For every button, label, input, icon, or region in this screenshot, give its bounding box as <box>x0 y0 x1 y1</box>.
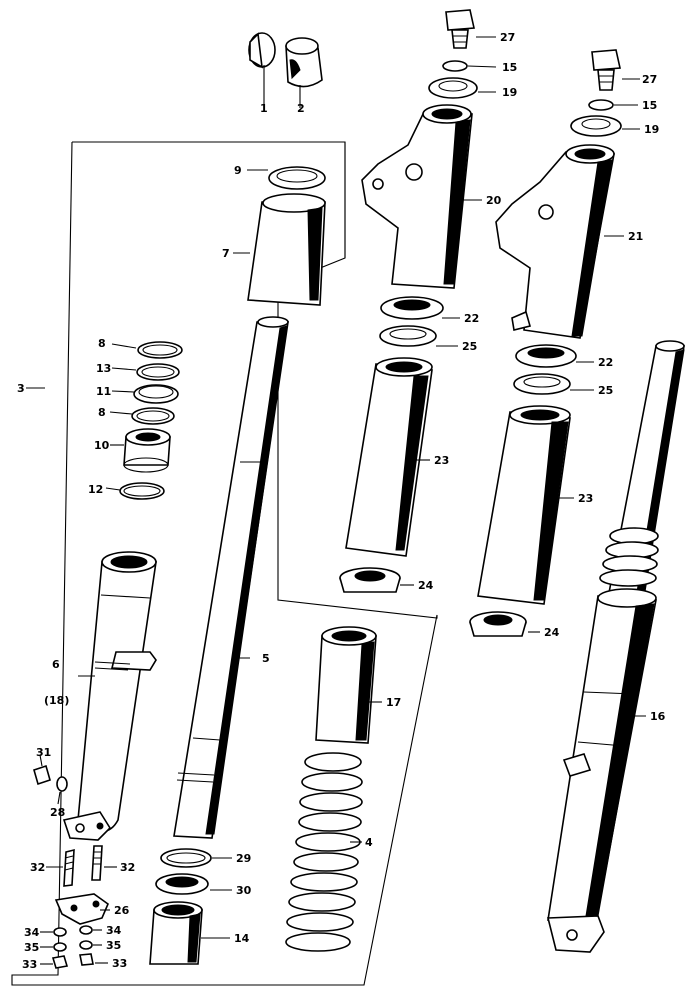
label-part-3: 3 <box>17 382 25 395</box>
bolt-part-27-right <box>591 49 640 91</box>
stud-part-32-right <box>91 845 117 881</box>
circlip-part-12 <box>105 482 165 500</box>
race-part-25-middle <box>379 325 458 347</box>
washer-part-34-left <box>40 927 67 937</box>
label-part-33-left: 33 <box>22 958 37 971</box>
bearing-part-22-right <box>515 344 594 368</box>
label-part-19-right: 19 <box>644 123 659 136</box>
label-part-16: 16 <box>650 710 666 723</box>
ring-part-13 <box>111 363 180 381</box>
label-part-22-middle: 22 <box>464 312 479 325</box>
bushing-part-10 <box>110 428 171 473</box>
label-part-5: 5 <box>262 652 270 665</box>
steering-tube-cover-part-23-middle <box>345 357 433 557</box>
castle-nut-part-24-right <box>469 611 540 637</box>
label-part-28: 28 <box>50 806 65 819</box>
bolt-part-27-middle <box>445 9 496 49</box>
label-part-24-middle: 24 <box>418 579 434 592</box>
part-labels: 1 2 3 4 5 6 (18) 7 8 8 9 10 11 12 13 14 … <box>17 31 666 971</box>
bearing-part-22-middle <box>380 296 460 320</box>
label-part-6: 6 <box>52 658 60 671</box>
washer-part-19-middle <box>428 77 496 99</box>
label-part-2: 2 <box>297 102 305 115</box>
label-part-27-middle: 27 <box>500 31 515 44</box>
label-part-32-left: 32 <box>30 861 45 874</box>
label-part-33-right: 33 <box>112 957 127 970</box>
label-part-32-right: 32 <box>120 861 135 874</box>
washer-part-35-right <box>79 940 102 950</box>
label-part-9: 9 <box>234 164 242 177</box>
label-part-35-left: 35 <box>24 941 39 954</box>
label-part-15-middle: 15 <box>502 61 517 74</box>
upper-cover-part-7 <box>233 193 326 306</box>
label-part-19-middle: 19 <box>502 86 517 99</box>
label-part-25-middle: 25 <box>462 340 477 353</box>
label-part-23-right: 23 <box>578 492 593 505</box>
label-part-34-left: 34 <box>24 926 40 939</box>
label-part-25-right: 25 <box>598 384 613 397</box>
spring-cover-part-17 <box>315 626 382 744</box>
label-part-30: 30 <box>236 884 252 897</box>
label-part-34-right: 34 <box>106 924 122 937</box>
ring-part-8-lower <box>109 407 175 425</box>
label-part-23-middle: 23 <box>434 454 449 467</box>
label-part-12: 12 <box>88 483 103 496</box>
nut-part-33-right <box>79 953 108 966</box>
label-part-17: 17 <box>386 696 401 709</box>
washer-part-28 <box>56 776 68 805</box>
fork-bracket-part-21 <box>495 144 624 339</box>
label-part-31: 31 <box>36 746 51 759</box>
label-part-11: 11 <box>96 385 111 398</box>
label-part-21: 21 <box>628 230 643 243</box>
o-ring-part-15-right <box>588 99 638 111</box>
o-ring-part-15-middle <box>442 60 497 72</box>
fork-slider-part-6 <box>62 551 157 841</box>
label-part-27-right: 27 <box>642 73 657 86</box>
steering-tube-cover-part-23-right <box>477 405 574 605</box>
label-part-22-right: 22 <box>598 356 613 369</box>
fork-bracket-part-20 <box>361 104 482 289</box>
coil-spring-part-4 <box>285 752 363 952</box>
label-part-26: 26 <box>114 904 130 917</box>
label-part-8-top: 8 <box>98 337 106 350</box>
race-part-25-right <box>513 373 594 395</box>
label-part-8-lower: 8 <box>98 406 106 419</box>
label-part-4: 4 <box>365 836 373 849</box>
label-part-13: 13 <box>96 362 111 375</box>
label-part-24-right: 24 <box>544 626 560 639</box>
label-part-15-right: 15 <box>642 99 657 112</box>
stud-part-32-left <box>46 848 75 887</box>
label-part-1: 1 <box>260 102 268 115</box>
fork-tube-part-5 <box>173 316 289 839</box>
washer-part-34-right <box>79 925 102 935</box>
cap-part-1 <box>248 32 276 108</box>
nut-part-33-left <box>40 955 69 969</box>
seal-part-29 <box>160 848 232 868</box>
cap-housing-part-2 <box>285 37 323 108</box>
axle-holder-part-26 <box>54 893 110 925</box>
label-part-10: 10 <box>94 439 110 452</box>
label-part-20: 20 <box>486 194 502 207</box>
label-part-18: (18) <box>44 694 69 707</box>
label-part-29: 29 <box>236 852 251 865</box>
washer-part-19-right <box>570 115 640 137</box>
seal-ring-part-9 <box>247 166 326 190</box>
castle-nut-part-24-middle <box>339 567 414 593</box>
label-part-35-right: 35 <box>106 939 121 952</box>
fork-assembly-part-16 <box>546 340 685 953</box>
label-part-7: 7 <box>222 247 230 260</box>
cylinder-part-14 <box>149 901 230 965</box>
ring-part-11 <box>111 384 179 404</box>
washer-part-35-left <box>40 942 67 952</box>
oil-seal-part-30 <box>155 873 232 895</box>
ring-part-8-top <box>111 341 183 359</box>
label-part-14: 14 <box>234 932 250 945</box>
drain-bolt-part-31 <box>33 754 51 786</box>
